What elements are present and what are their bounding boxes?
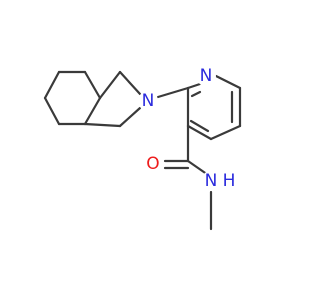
atom-amide-h-label: H [223, 171, 236, 191]
atom-isoindoline-n: N [138, 91, 158, 111]
atom-isoindoline-n-background [138, 91, 158, 111]
bond-ring-fusion [83, 96, 102, 126]
atom-pyridine-n-background [196, 66, 216, 86]
bond-cyclohexane-2 [43, 70, 61, 100]
bond-pyrrolidine-1 [98, 70, 122, 100]
atom-carbonyl-o: O [143, 154, 163, 174]
bond-pyrrolidine-4 [118, 106, 142, 128]
bond-pyrrolidine-3 [118, 70, 142, 96]
bond-cyclohexane-5 [83, 70, 102, 100]
atom-pyridine-n-label: N [200, 66, 213, 86]
atom-carbonyl-o-label: O [146, 154, 159, 174]
bond-cyclohexane-3 [43, 96, 61, 126]
bond-n-to-pyridine [156, 86, 190, 99]
bond-pyridine-n1-c6 [214, 74, 242, 90]
bond-pyridine-c4-c3 [186, 124, 213, 141]
atom-pyridine-n: N [196, 66, 216, 86]
atom-amide-n-label: N [205, 171, 218, 191]
atom-amide-nh: N H [201, 171, 236, 191]
bond-pyridine-c2-n1-double [190, 90, 202, 98]
bond-lines [43, 70, 242, 231]
bond-pyrrolidine-2 [83, 122, 122, 128]
atom-amide-n-background [201, 171, 221, 191]
bond-pyridine-c2-n1 [186, 82, 202, 90]
atom-isoindoline-n-label: N [142, 91, 155, 111]
chemical-structure-diagram: N N O N H [43, 66, 242, 231]
atom-carbonyl-o-background [143, 154, 163, 174]
bond-pyridine-c5-c4 [209, 124, 242, 141]
atom-amide-h-background [222, 172, 236, 190]
bond-pyridine-c4-c3-double [189, 119, 210, 133]
